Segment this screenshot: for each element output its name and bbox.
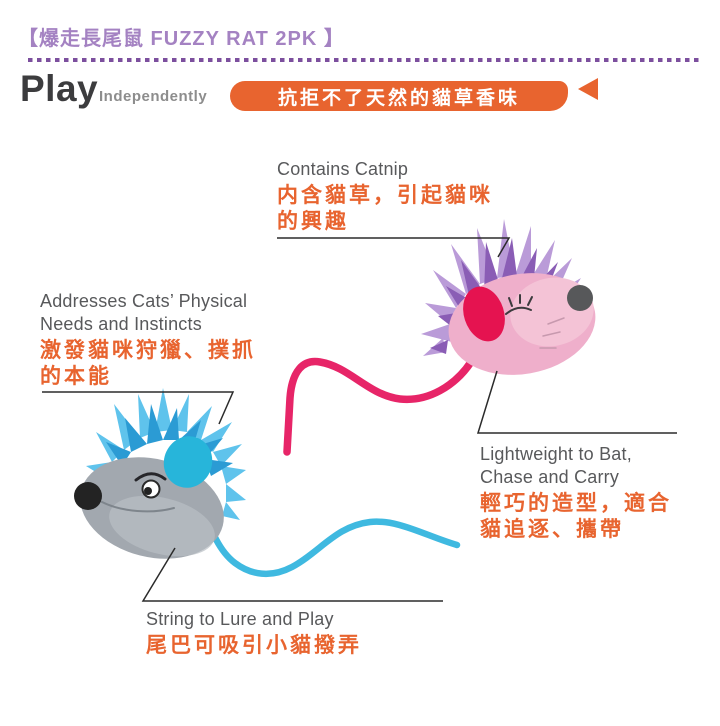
leader-catnip <box>277 237 511 258</box>
annotation-en-line: Addresses Cats’ Physical <box>40 291 248 311</box>
leader-lightweight <box>476 370 677 434</box>
annotation-en-line: Contains Catnip <box>277 159 409 179</box>
catnip-scent-badge: 抗拒不了天然的貓草香味 <box>230 81 568 111</box>
purple-rat-whiskers <box>539 317 565 349</box>
annotation-zh-line: 的興趣 <box>277 210 349 233</box>
annotation-en-line: Lightweight to Bat, <box>480 444 632 464</box>
annotation-zh-line: 激發貓咪狩獵、撲抓 <box>40 339 256 362</box>
product-title: 【爆走長尾鼠 FUZZY RAT 2PK 】 <box>18 28 345 50</box>
purple-rat-ear <box>463 286 505 342</box>
annotation-string: String to Lure and Play 尾巴可吸引小貓撥弄 <box>146 608 362 659</box>
annotation-zh-line: 輕巧的造型，適合 <box>480 492 672 515</box>
leader-physical <box>42 391 235 425</box>
annotation-en-line: Needs and Instincts <box>40 314 202 334</box>
annotation-zh-line: 的本能 <box>40 365 112 388</box>
purple-rat-nose <box>567 285 593 311</box>
pink-tail <box>283 357 475 456</box>
annotation-physical-needs: Addresses Cats’ Physical Needs and Insti… <box>40 290 256 390</box>
blue-rat-mouth <box>101 501 175 513</box>
blue-rat-ear <box>163 436 213 488</box>
play-subheading: Independently <box>99 88 208 105</box>
leader-string <box>141 547 443 602</box>
blue-rat-nose <box>74 482 102 510</box>
purple-rat-image: purple fuzzy rat cat toy with long pink … <box>283 219 596 456</box>
dotted-divider <box>28 58 702 62</box>
blue-rat-image: grey-blue fuzzy rat cat toy with long bl… <box>74 388 461 577</box>
purple-rat-eye <box>505 294 533 315</box>
annotation-zh-line: 尾巴可吸引小貓撥弄 <box>146 634 362 657</box>
blue-tail <box>200 506 461 577</box>
annotation-lightweight: Lightweight to Bat, Chase and Carry 輕巧的造… <box>480 443 672 543</box>
annotation-en-line: Chase and Carry <box>480 467 620 487</box>
blue-rat-eye <box>134 472 167 499</box>
annotation-contains-catnip: Contains Catnip 内含貓草，引起貓咪 的興趣 <box>277 158 493 235</box>
play-heading: Play <box>20 68 99 109</box>
annotation-en-line: String to Lure and Play <box>146 609 334 629</box>
annotation-zh-line: 貓追逐、攜帶 <box>480 518 624 541</box>
annotation-zh-line: 内含貓草，引起貓咪 <box>277 184 493 207</box>
left-arrow-icon <box>578 78 598 100</box>
